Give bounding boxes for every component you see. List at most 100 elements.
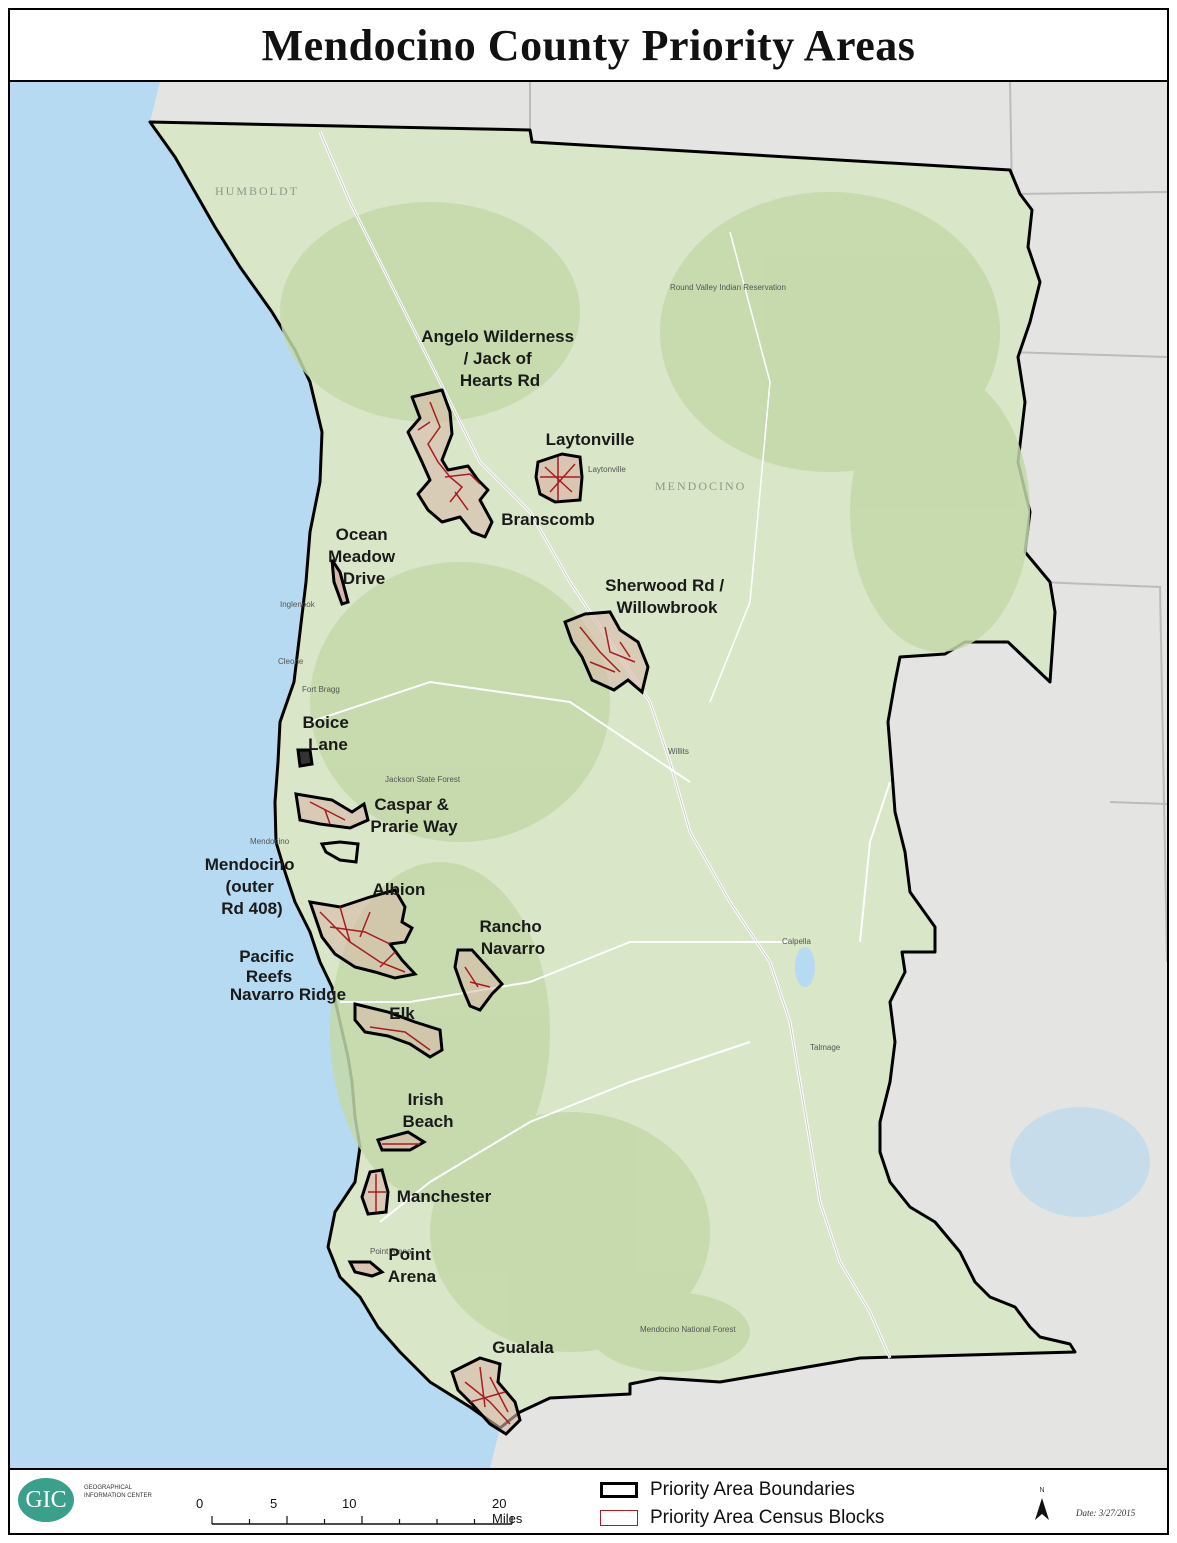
label-mendocino-line-2: (outer <box>226 877 275 896</box>
label-angelo: Angelo Wilderness / Jack of Hearts Rd <box>421 327 579 390</box>
label-rancho-navarro-line-1: Rancho <box>479 917 541 936</box>
map-frame: Mendocino County Priority Areas <box>8 8 1169 1535</box>
map-canvas[interactable]: HUMBOLDT MENDOCINO Laytonville Inglenook… <box>10 82 1167 1468</box>
area-rancho-navarro[interactable] <box>453 948 505 1012</box>
legend-row-boundaries: Priority Area Boundaries <box>600 1478 855 1502</box>
label-talmage: Talmage <box>810 1043 841 1052</box>
area-albion[interactable] <box>307 888 418 980</box>
label-manchester-line-1: Manchester <box>397 1187 492 1206</box>
scale-label-10: 10 <box>342 1496 357 1511</box>
north-arrow: N <box>1032 1484 1052 1524</box>
legend-swatch-census-blocks <box>600 1510 638 1526</box>
lake <box>795 947 815 987</box>
label-laytonville-line-1: Laytonville <box>546 430 635 449</box>
label-mendocino-county: MENDOCINO <box>655 479 746 493</box>
label-mendocino-line-3: Rd 408) <box>221 899 282 918</box>
label-caspar-line-1: Caspar & <box>374 795 449 814</box>
area-irish-beach[interactable] <box>375 1130 427 1152</box>
area-sherwood[interactable] <box>563 610 650 695</box>
area-gualala[interactable] <box>450 1356 522 1436</box>
label-humboldt: HUMBOLDT <box>215 184 299 198</box>
label-manchester: Manchester <box>397 1187 492 1206</box>
legend: Priority Area Boundaries Priority Area C… <box>600 1476 960 1532</box>
map-date: Date: 3/27/2015 <box>1076 1508 1136 1518</box>
ocean <box>10 82 500 1468</box>
scale-bar: 0 5 10 20 Miles <box>196 1496 522 1528</box>
base-labels: HUMBOLDT MENDOCINO Laytonville Inglenook… <box>215 184 841 1334</box>
label-rancho-navarro-line-2: Navarro <box>481 939 545 958</box>
label-laytonville: Laytonville <box>546 430 635 449</box>
label-elk-line-1: Elk <box>389 1004 415 1023</box>
label-sherwood-line-1: Sherwood Rd / <box>605 576 724 595</box>
label-albion-line-1: Albion <box>373 880 426 899</box>
label-cleone: Cleone <box>278 657 304 666</box>
label-albion: Albion <box>373 880 426 899</box>
label-willits: Willits <box>668 747 689 756</box>
map-footer: GIC Geographical Information Center 0 5 … <box>10 1468 1167 1533</box>
map-title: Mendocino County Priority Areas <box>261 20 916 70</box>
label-mendocino-line-1: Mendocino <box>205 855 295 874</box>
map-area[interactable]: HUMBOLDT MENDOCINO Laytonville Inglenook… <box>10 82 1167 1468</box>
label-mendocino: Mendocino (outer Rd 408) <box>205 855 299 918</box>
label-ocean-meadow: Ocean Meadow Drive <box>328 525 400 588</box>
label-caspar-line-2: Prarie Way <box>370 817 458 836</box>
label-point-arena-town: Point Arena <box>370 1247 412 1256</box>
scale-ticks <box>211 1516 513 1524</box>
scale-label-20: 20 Miles <box>492 1496 523 1526</box>
label-branscomb: Branscomb <box>501 510 595 529</box>
label-boice-line-1: Boice <box>302 713 348 732</box>
area-laytonville[interactable] <box>534 452 584 504</box>
label-mendocino-town: Mendocino <box>250 837 290 846</box>
priority-area-labels: Angelo Wilderness / Jack of Hearts Rd La… <box>205 327 729 1357</box>
label-pacific-reefs-line-1: Pacific <box>239 947 294 966</box>
label-navarro-ridge-line-1: Navarro Ridge <box>230 985 346 1004</box>
scale-label-0: 0 <box>196 1496 204 1511</box>
label-boice-line-2: Lane <box>308 735 348 754</box>
label-point-arena: Point Arena <box>388 1245 437 1286</box>
area-boice[interactable] <box>296 748 314 768</box>
legend-row-census-blocks: Priority Area Census Blocks <box>600 1506 884 1530</box>
label-inglenook: Inglenook <box>280 600 316 609</box>
label-rancho-navarro: Rancho Navarro <box>479 917 546 958</box>
label-irish-beach-line-2: Beach <box>402 1112 453 1131</box>
area-point-arena[interactable] <box>347 1260 385 1278</box>
label-caspar: Caspar & Prarie Way <box>370 795 458 836</box>
label-point-arena-line-2: Arena <box>388 1267 437 1286</box>
title-bar: Mendocino County Priority Areas <box>10 10 1167 82</box>
gic-logo: GIC <box>18 1478 74 1522</box>
forest-shading <box>280 192 1030 1372</box>
legend-swatch-boundaries <box>600 1482 638 1498</box>
label-ocean-meadow-line-2: Meadow <box>328 547 396 566</box>
label-gualala: Gualala <box>492 1338 554 1357</box>
label-angelo-line-2: / Jack of <box>464 349 532 368</box>
label-mendocino-nf: Mendocino National Forest <box>640 1325 736 1334</box>
label-jackson-forest: Jackson State Forest <box>385 775 461 784</box>
label-fort-bragg: Fort Bragg <box>302 685 340 694</box>
area-angelo[interactable] <box>406 388 494 539</box>
label-laytonville-town: Laytonville <box>588 465 626 474</box>
label-sherwood: Sherwood Rd / Willowbrook <box>605 576 729 617</box>
label-round-valley: Round Valley Indian Reservation <box>670 283 786 292</box>
north-label: N <box>1039 1487 1044 1494</box>
label-branscomb-line-1: Branscomb <box>501 510 595 529</box>
north-arrow-icon: N <box>1035 1487 1049 1520</box>
label-irish-beach: Irish Beach <box>402 1090 453 1131</box>
area-elk[interactable] <box>353 1002 444 1059</box>
legend-label-boundaries: Priority Area Boundaries <box>650 1479 855 1500</box>
priority-areas <box>294 388 650 1436</box>
scale-bar-graphic <box>211 1516 513 1525</box>
logo-mark: GIC <box>25 1486 67 1513</box>
label-angelo-line-1: Angelo Wilderness <box>421 327 574 346</box>
road-network <box>309 131 892 1359</box>
label-sherwood-line-2: Willowbrook <box>617 598 718 617</box>
label-navarro-ridge: Navarro Ridge <box>230 985 346 1004</box>
label-ocean-meadow-line-1: Ocean <box>336 525 388 544</box>
area-caspar[interactable] <box>294 792 370 864</box>
label-irish-beach-line-1: Irish <box>408 1090 444 1109</box>
scale-label-5: 5 <box>270 1496 278 1511</box>
label-gualala-line-1: Gualala <box>492 1338 554 1357</box>
label-pacific-reefs: Pacific Reefs <box>239 947 299 986</box>
label-elk: Elk <box>389 1004 415 1023</box>
area-ocean-meadow[interactable] <box>330 559 350 606</box>
area-manchester[interactable] <box>360 1168 390 1216</box>
